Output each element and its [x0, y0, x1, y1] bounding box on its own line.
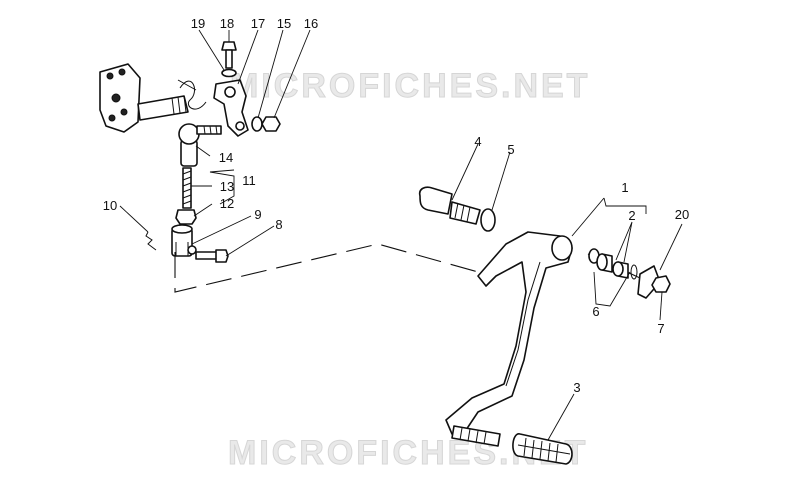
- callout-11: 11: [242, 173, 256, 188]
- watermark-top: MICROFICHES.NET: [230, 67, 590, 105]
- callout-9: 9: [254, 207, 261, 222]
- callout-14: 14: [219, 150, 233, 165]
- callout-13: 13: [220, 179, 234, 194]
- callout-15: 15: [277, 16, 291, 31]
- nut-16: [261, 116, 281, 132]
- callout-3: 3: [573, 380, 580, 395]
- assembly-centerline: [174, 243, 479, 293]
- bushing-2a: [596, 253, 613, 273]
- callout-18: 18: [220, 16, 234, 31]
- circlip: [630, 264, 638, 280]
- lock-plate-20: [637, 265, 661, 299]
- washer-5: [480, 208, 496, 232]
- threaded-rod-13: [182, 167, 192, 209]
- callout-20: 20: [675, 207, 689, 222]
- callout-2: 2: [628, 208, 635, 223]
- callout-labels: 19 18 17 15 16 14 11 13 12 10 9 8 4 5 1 …: [103, 16, 689, 395]
- bolt-8: [195, 249, 229, 263]
- callout-6: 6: [592, 304, 599, 319]
- nut-7: [651, 275, 671, 293]
- gear-pedal-lever: [445, 231, 573, 435]
- callout-1: 1: [621, 180, 628, 195]
- ball-joint-14: [178, 123, 222, 167]
- callout-16: 16: [304, 16, 318, 31]
- clevis-9: [171, 224, 197, 257]
- callout-19: 19: [191, 16, 205, 31]
- shift-shaft-assembly: [99, 63, 207, 133]
- washer-15: [251, 116, 263, 132]
- pin-10: [145, 231, 157, 251]
- callout-12: 12: [220, 196, 234, 211]
- callout-8: 8: [275, 217, 282, 232]
- callout-7: 7: [657, 321, 664, 336]
- callout-4: 4: [474, 134, 481, 149]
- pedal-footrest-shaft: [451, 425, 501, 447]
- rubber-grip-3: [512, 433, 573, 465]
- pivot-bolt-4: [418, 186, 481, 225]
- bushing-2b: [612, 261, 629, 279]
- callout-10: 10: [103, 198, 117, 213]
- callout-17: 17: [251, 16, 265, 31]
- shift-lever-arm: [213, 79, 249, 137]
- callout-5: 5: [507, 142, 514, 157]
- leader-lines: [119, 29, 683, 441]
- nut-12: [175, 209, 197, 225]
- washer-19: [221, 68, 237, 78]
- bolt-18: [221, 41, 237, 69]
